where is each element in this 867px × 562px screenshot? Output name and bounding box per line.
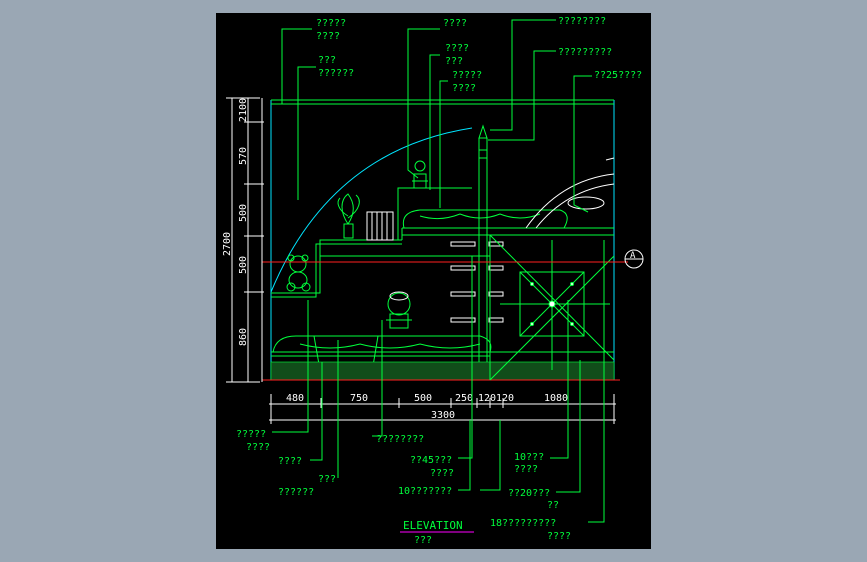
horizontal-dimension-text: 480 750 500 250 120 120 1080 3300 [286, 393, 568, 421]
dim-h-1: 480 [286, 393, 304, 404]
drawing-subtitle: ??? [414, 535, 432, 546]
dim-h-7: 1080 [544, 393, 568, 404]
ladder-rungs [450, 241, 504, 323]
callout-top-4-line1: ???? [445, 43, 469, 54]
cartoon-toy-left [286, 254, 311, 292]
dim-v-5: 860 [238, 328, 249, 346]
callout-bottom-6-line1: 10??????? [398, 486, 452, 497]
callout-bottom-5-line2: ???? [430, 468, 454, 479]
top-callout-text: ????? ???? ??? ?????? ???? ???? ??? ????… [316, 16, 642, 94]
plant-decoration [337, 193, 360, 239]
callout-bottom-1-line1: ????? [236, 429, 266, 440]
callout-bottom-8-line1: ??20??? [508, 488, 550, 499]
callout-top-2-line1: ??? [318, 55, 336, 66]
callout-bottom-1-line2: ???? [246, 442, 270, 453]
vertical-dimension-lines [226, 97, 264, 383]
staircase-platform [271, 187, 614, 298]
callout-bottom-3-line2: ?????? [278, 487, 314, 498]
dim-h-3: 500 [414, 393, 432, 404]
upper-bed-canopy [525, 157, 615, 229]
callout-bottom-9-line2: ???? [547, 531, 571, 542]
dim-v-total: 2700 [222, 232, 233, 256]
dim-v-2: 570 [238, 147, 249, 165]
ceiling-band [271, 99, 614, 105]
dim-h-4: 250 [455, 393, 473, 404]
elevation-drawing: A 2100 570 500 500 860 2700 [222, 16, 644, 546]
callout-top-5-line1: ????? [452, 70, 482, 81]
upper-bed [402, 209, 568, 229]
section-marker-a: A [624, 249, 644, 269]
cabinet-structure [489, 234, 615, 381]
callout-top-1-line1: ????? [316, 18, 346, 29]
dim-h-total: 3300 [431, 410, 455, 421]
dim-v-4: 500 [238, 256, 249, 274]
drawing-sheet: A 2100 570 500 500 860 2700 [216, 13, 651, 549]
dim-h-2: 750 [350, 393, 368, 404]
callout-top-5-line2: ???? [452, 83, 476, 94]
drawing-title: ELEVATION [403, 519, 463, 532]
dim-h-6: 120 [496, 393, 514, 404]
callout-bottom-7-line2: ???? [514, 464, 538, 475]
ceiling-arc [270, 127, 473, 293]
dim-v-3: 500 [238, 204, 249, 222]
horizontal-dimension-lines [269, 394, 616, 424]
callout-bottom-8-line2: ?? [547, 500, 559, 511]
top-leader-lines [281, 19, 592, 213]
callout-top-4-line2: ??? [445, 56, 463, 67]
cartoon-toy-center [386, 291, 412, 329]
callout-bottom-4-line1: ???????? [376, 434, 424, 445]
figurine-decoration [412, 160, 428, 189]
callout-bottom-7-line1: 10??? [514, 452, 544, 463]
bottom-leader-lines [272, 240, 605, 523]
bottom-callout-text: ????? ???? ???? ??? ?????? ???????? ??45… [236, 429, 571, 542]
callout-top-8-line1: ??25???? [594, 70, 642, 81]
vertical-dimension-text: 2100 570 500 500 860 2700 [222, 98, 249, 346]
callout-bottom-5-line1: ??45??? [410, 455, 452, 466]
dim-h-5: 120 [478, 393, 496, 404]
section-marker-label: A [630, 251, 636, 261]
dim-v-1: 2100 [238, 98, 249, 122]
callout-top-7-line1: ????????? [558, 47, 612, 58]
pencil-post [478, 124, 488, 380]
callout-top-3-line1: ???? [443, 18, 467, 29]
callout-top-1-line2: ???? [316, 31, 340, 42]
callout-bottom-9-line1: 18????????? [490, 518, 556, 529]
callout-top-2-line2: ?????? [318, 68, 354, 79]
callout-bottom-3-line1: ??? [318, 474, 336, 485]
callout-top-6-line1: ???????? [558, 16, 606, 27]
callout-bottom-2-line1: ???? [278, 456, 302, 467]
drawing-title-block: ELEVATION ??? [400, 519, 474, 546]
railing [366, 211, 394, 241]
